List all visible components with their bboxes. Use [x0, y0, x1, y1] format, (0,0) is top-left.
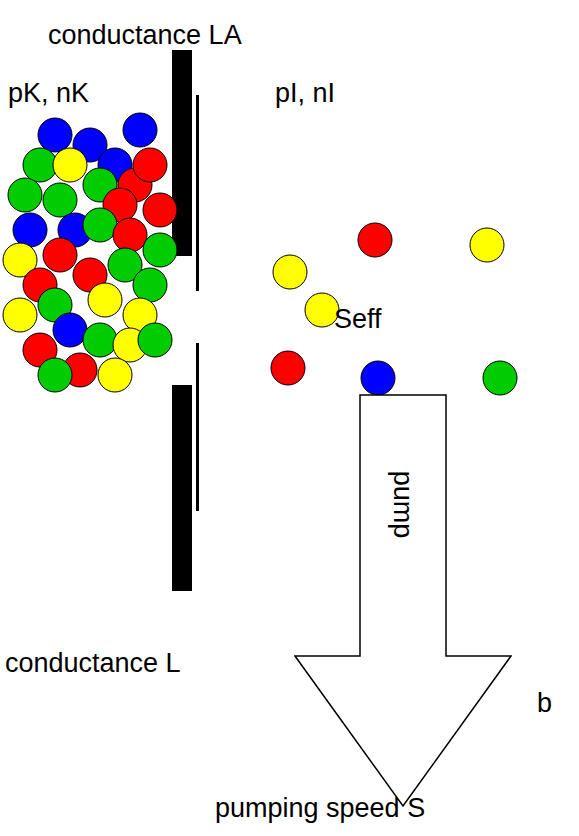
molecule [43, 183, 77, 217]
molecule [83, 208, 117, 242]
label: b [537, 690, 552, 717]
label: conductance LA [48, 22, 242, 49]
molecule [361, 361, 395, 395]
label: Seff [334, 306, 382, 333]
molecule [98, 358, 132, 392]
molecule [88, 283, 122, 317]
molecule [53, 148, 87, 182]
molecule [23, 148, 57, 182]
molecule [123, 113, 157, 147]
pump-arrow: pump [294, 394, 512, 808]
molecule [83, 323, 117, 357]
molecule [273, 255, 307, 289]
label: pK, nK [8, 80, 89, 107]
molecule [38, 358, 72, 392]
molecule [143, 193, 177, 227]
molecule [3, 298, 37, 332]
molecule [38, 118, 72, 152]
label: pumping speed S [215, 795, 425, 822]
molecule [305, 293, 339, 327]
molecule [13, 213, 47, 247]
aperture-plate-lower [196, 343, 199, 511]
arrow-outline [294, 394, 512, 808]
molecule [358, 223, 392, 257]
molecule [113, 218, 147, 252]
gas-molecules [3, 113, 517, 395]
molecule [8, 178, 42, 212]
molecule [483, 361, 517, 395]
molecule [470, 228, 504, 262]
molecule [133, 268, 167, 302]
label: conductance L [5, 650, 181, 677]
molecule [133, 148, 167, 182]
label: pI, nI [275, 80, 335, 107]
wall-lower [172, 385, 192, 591]
molecule [53, 313, 87, 347]
molecule [138, 323, 172, 357]
aperture-plate-upper [196, 95, 199, 291]
wall-upper [172, 50, 192, 256]
molecule [143, 233, 177, 267]
molecule [271, 351, 305, 385]
pump-label: pump [389, 470, 416, 538]
molecule [43, 238, 77, 272]
